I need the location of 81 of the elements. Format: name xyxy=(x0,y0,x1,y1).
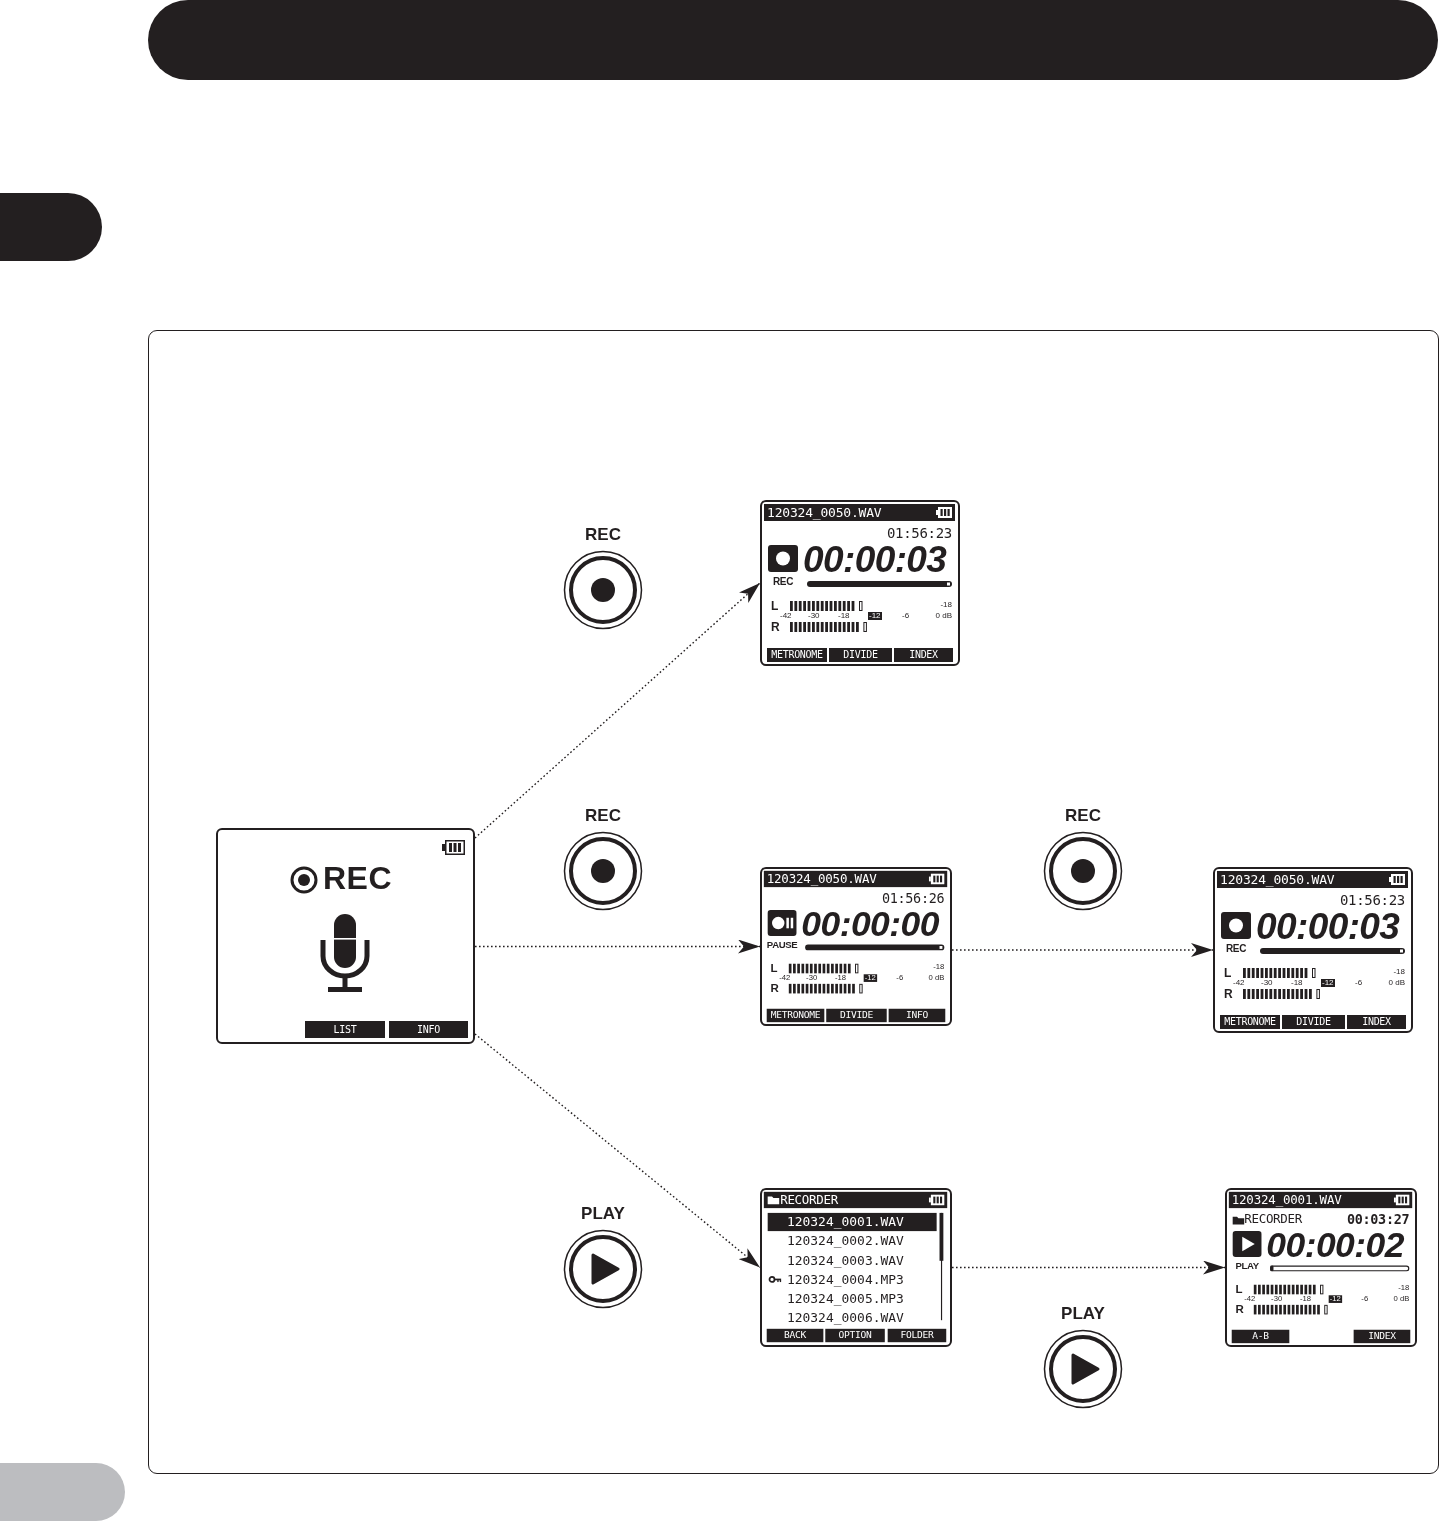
file-name: 120324_0050.WAV xyxy=(766,872,877,886)
softkey-label: BACK xyxy=(766,1328,824,1343)
softkey-label: INDEX xyxy=(1347,1015,1406,1029)
softkey-label: INFO xyxy=(888,1008,946,1023)
elapsed-time: 00:00:02 xyxy=(1266,1227,1404,1263)
peak-level: -18 xyxy=(940,601,952,609)
softkey-label: DIVIDE xyxy=(826,1008,887,1023)
meter-scale-label: -42 xyxy=(1233,979,1245,987)
meter-scale-label: 0 dB xyxy=(1388,979,1405,987)
channel-label: L xyxy=(771,600,779,612)
remaining-time: 01:56:23 xyxy=(886,526,952,540)
file-name: 120324_0004.MP3 xyxy=(786,1273,904,1287)
softkey-label: LIST xyxy=(305,1021,385,1038)
softkey-label: DIVIDE xyxy=(829,648,892,662)
meter-scale-label: -30 xyxy=(808,612,820,620)
file-name: 120324_0001.WAV xyxy=(767,1212,937,1232)
channel-label: R xyxy=(771,621,780,633)
elapsed-time: 00:00:03 xyxy=(803,541,947,578)
channel-label: L xyxy=(1224,967,1232,979)
lcd-screen xyxy=(760,500,960,666)
button-label: PLAY xyxy=(581,1205,625,1222)
side-tab xyxy=(0,1463,125,1521)
lcd-screen xyxy=(1225,1188,1417,1347)
softkey-label: INDEX xyxy=(894,648,953,662)
channel-label: R xyxy=(1224,988,1233,1000)
meter-scale-label: -6 xyxy=(902,612,910,620)
meter-scale-label: 0 dB xyxy=(935,612,952,620)
channel-label: L xyxy=(770,962,778,975)
status-label: PAUSE xyxy=(766,940,798,951)
meter-scale-label: -12 xyxy=(1321,979,1335,987)
elapsed-time: 00:00:03 xyxy=(1256,908,1400,945)
button-label: PLAY xyxy=(1061,1305,1105,1322)
file-name: 120324_0006.WAV xyxy=(786,1311,904,1325)
channel-label: R xyxy=(770,982,779,995)
mode-label: REC xyxy=(323,862,393,894)
file-name: 120324_0050.WAV xyxy=(767,506,882,519)
file-name: 120324_0005.MP3 xyxy=(786,1292,904,1306)
arrow xyxy=(474,1033,761,1269)
lcd-screen xyxy=(1213,867,1413,1033)
lcd-screen xyxy=(760,867,952,1026)
meter-scale-label: -42 xyxy=(780,612,792,620)
file-name: 120324_0002.WAV xyxy=(786,1234,904,1248)
softkey-label: A-B xyxy=(1231,1329,1290,1344)
lcd-screen xyxy=(760,1188,952,1347)
softkey-label: INFO xyxy=(389,1021,468,1038)
softkey-label: FOLDER xyxy=(887,1328,947,1343)
folder-name: RECORDER xyxy=(780,1193,838,1207)
folder-name: RECORDER xyxy=(1244,1212,1302,1226)
meter-scale-label: -18 xyxy=(838,612,850,620)
softkey-label: DIVIDE xyxy=(1282,1015,1345,1029)
remaining-time: 01:56:23 xyxy=(1339,893,1405,907)
button-label: REC xyxy=(585,807,621,824)
softkey-label: METRONOME xyxy=(1220,1015,1280,1029)
softkey-label: OPTION xyxy=(825,1328,885,1343)
softkey-label: METRONOME xyxy=(767,648,827,662)
file-name: 120324_0050.WAV xyxy=(1220,873,1335,886)
arrow xyxy=(951,1260,1226,1275)
elapsed-time: 00:00:00 xyxy=(801,906,939,942)
meter-scale-label: -6 xyxy=(1355,979,1363,987)
side-tab xyxy=(0,193,102,261)
meter-scale-label: -30 xyxy=(1261,979,1273,987)
remaining-time: 01:56:26 xyxy=(881,891,945,906)
status-label: PLAY xyxy=(1235,1261,1259,1272)
peak-level: -18 xyxy=(1393,968,1405,976)
softkey-label: METRONOME xyxy=(766,1008,825,1023)
remaining-time: 00:03:27 xyxy=(1346,1212,1410,1227)
channel-label: R xyxy=(1235,1303,1244,1316)
button-label: REC xyxy=(1065,807,1101,824)
button-label: REC xyxy=(585,526,621,543)
file-name: 120324_0001.WAV xyxy=(1231,1193,1342,1207)
lcd-screen xyxy=(216,828,475,1044)
channel-label: L xyxy=(1235,1283,1243,1296)
softkey-label: INDEX xyxy=(1353,1329,1411,1344)
arrow xyxy=(951,943,1214,957)
status-label: REC xyxy=(1226,944,1246,954)
status-label: REC xyxy=(773,577,793,587)
meter-scale-label: -12 xyxy=(868,612,882,620)
file-name: 120324_0003.WAV xyxy=(786,1254,904,1267)
arrow xyxy=(474,939,761,954)
arrow xyxy=(474,582,761,839)
meter-scale-label: -18 xyxy=(1291,979,1303,987)
